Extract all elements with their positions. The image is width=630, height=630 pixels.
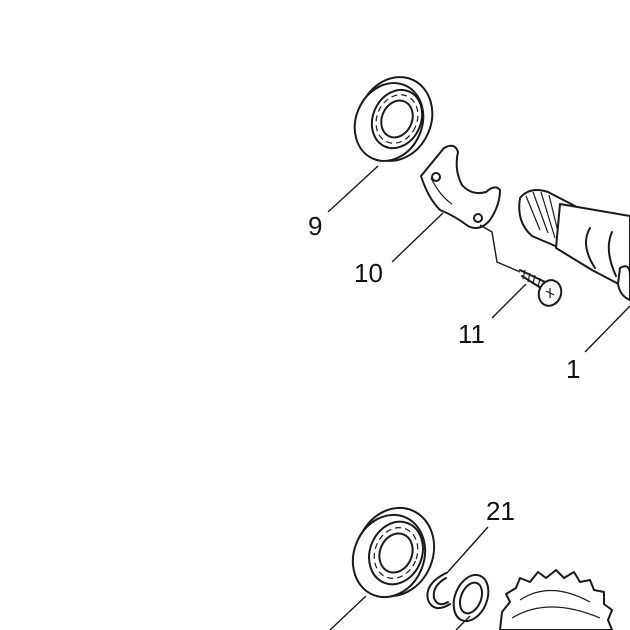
retainer-plate-part-10	[420, 144, 501, 229]
leader-10	[391, 212, 444, 263]
callout-10: 10	[354, 258, 383, 288]
leader-washer	[455, 615, 471, 630]
leader-21	[445, 526, 489, 575]
leader-11	[491, 283, 527, 319]
callout-21: 21	[486, 496, 515, 526]
bearing-part-21-assembly	[351, 506, 436, 599]
leader-lines	[327, 165, 630, 630]
callout-1: 1	[566, 354, 580, 384]
washer	[452, 573, 490, 623]
callout-9: 9	[308, 211, 322, 241]
leader-9	[327, 165, 379, 213]
leader-10-to-11	[479, 224, 521, 273]
leader-1	[584, 305, 630, 353]
screw-part-11	[519, 269, 563, 307]
circlip	[426, 572, 451, 610]
shaft-part-1	[518, 189, 630, 301]
leader-lower-bearing	[329, 595, 367, 630]
callout-11: 11	[458, 319, 485, 349]
bearing-part-9	[353, 76, 434, 162]
gear	[499, 569, 613, 630]
